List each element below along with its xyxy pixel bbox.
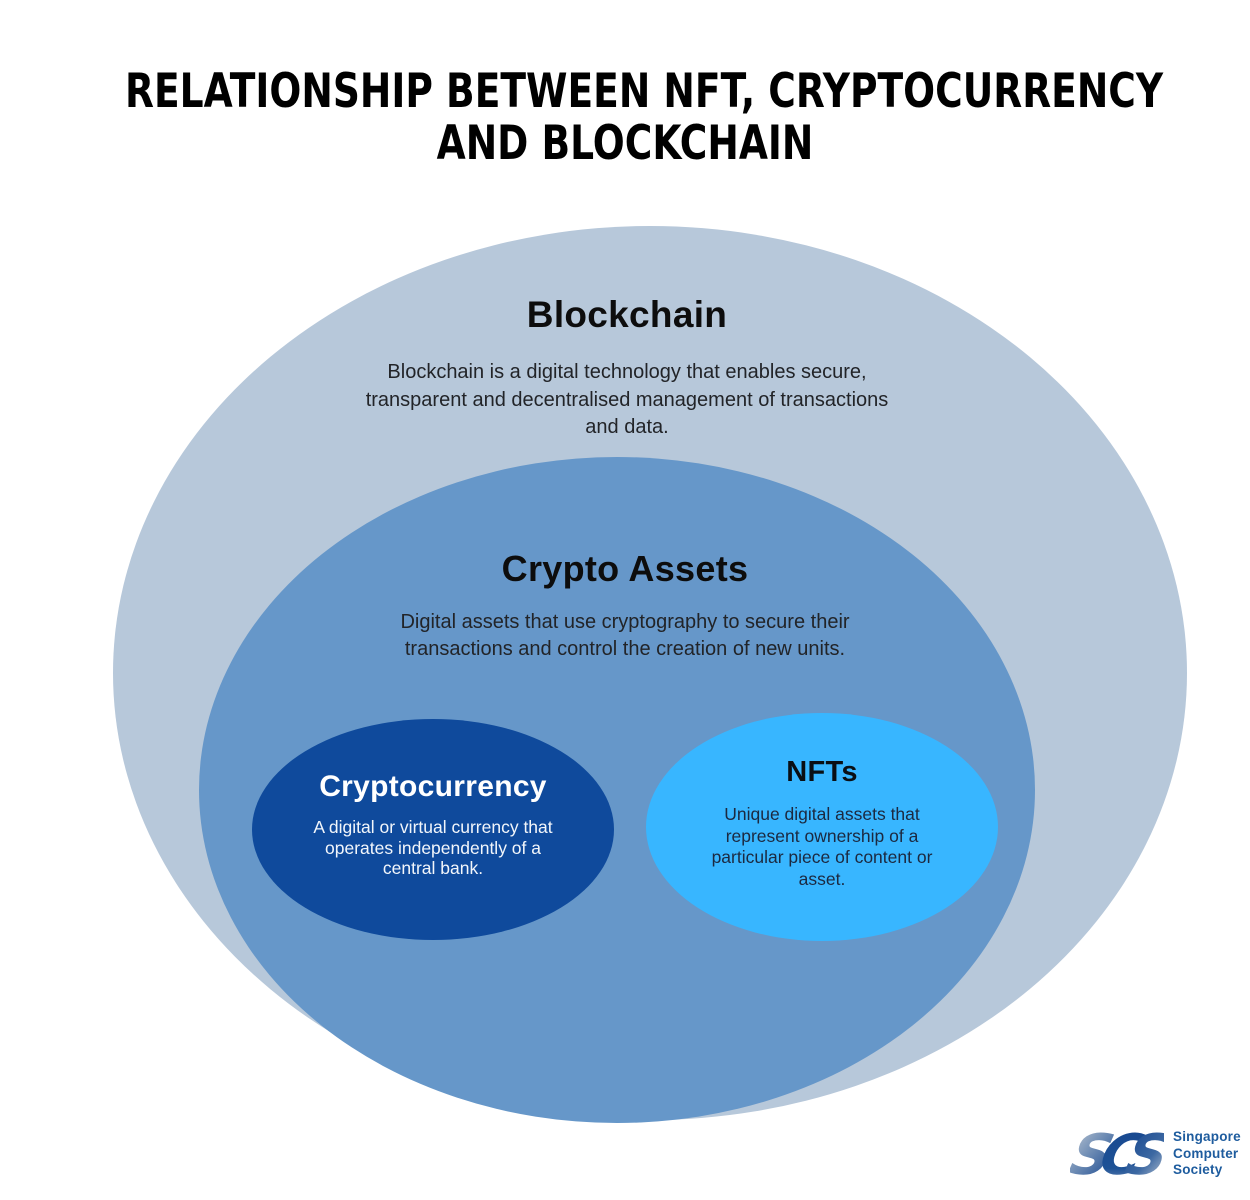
nfts-set-ellipse [646,713,998,941]
nfts-label-block: NFTs Unique digital assets that represen… [670,756,974,890]
page-title: RELATIONSHIP BETWEEN NFT, CRYPTOCURRENCY… [125,64,1164,171]
nfts-description: Unique digital assets that represent own… [711,804,933,889]
nfts-heading: NFTs [786,756,858,788]
scs-logo-wordmark: Singapore Computer Society [1173,1129,1241,1179]
blockchain-label-block: Blockchain Blockchain is a digital techn… [322,294,932,442]
crypto-assets-label-block: Crypto Assets Digital assets that use cr… [320,548,930,663]
page-title-line-2: AND BLOCKCHAIN [436,116,814,171]
blockchain-heading: Blockchain [526,294,728,335]
cryptocurrency-label-block: Cryptocurrency A digital or virtual curr… [253,770,613,879]
scs-org-line-1: Singapore [1173,1129,1241,1145]
crypto-assets-description: Digital assets that use cryptography to … [400,611,850,660]
scs-logo-icon: S C S [1070,1123,1164,1186]
crypto-assets-heading: Crypto Assets [501,548,749,589]
cryptocurrency-description: A digital or virtual currency that opera… [313,817,553,878]
blockchain-description: Blockchain is a digital technology that … [365,361,889,438]
cryptocurrency-set-ellipse [252,719,614,940]
scs-org-line-3: Society [1173,1162,1223,1178]
cryptocurrency-heading: Cryptocurrency [319,770,547,803]
scs-logo: S C S Singapore Computer Society [1070,1122,1241,1186]
page-title-line-1: RELATIONSHIP BETWEEN NFT, CRYPTOCURRENCY [125,64,1164,119]
scs-org-line-2: Computer [1173,1145,1239,1161]
